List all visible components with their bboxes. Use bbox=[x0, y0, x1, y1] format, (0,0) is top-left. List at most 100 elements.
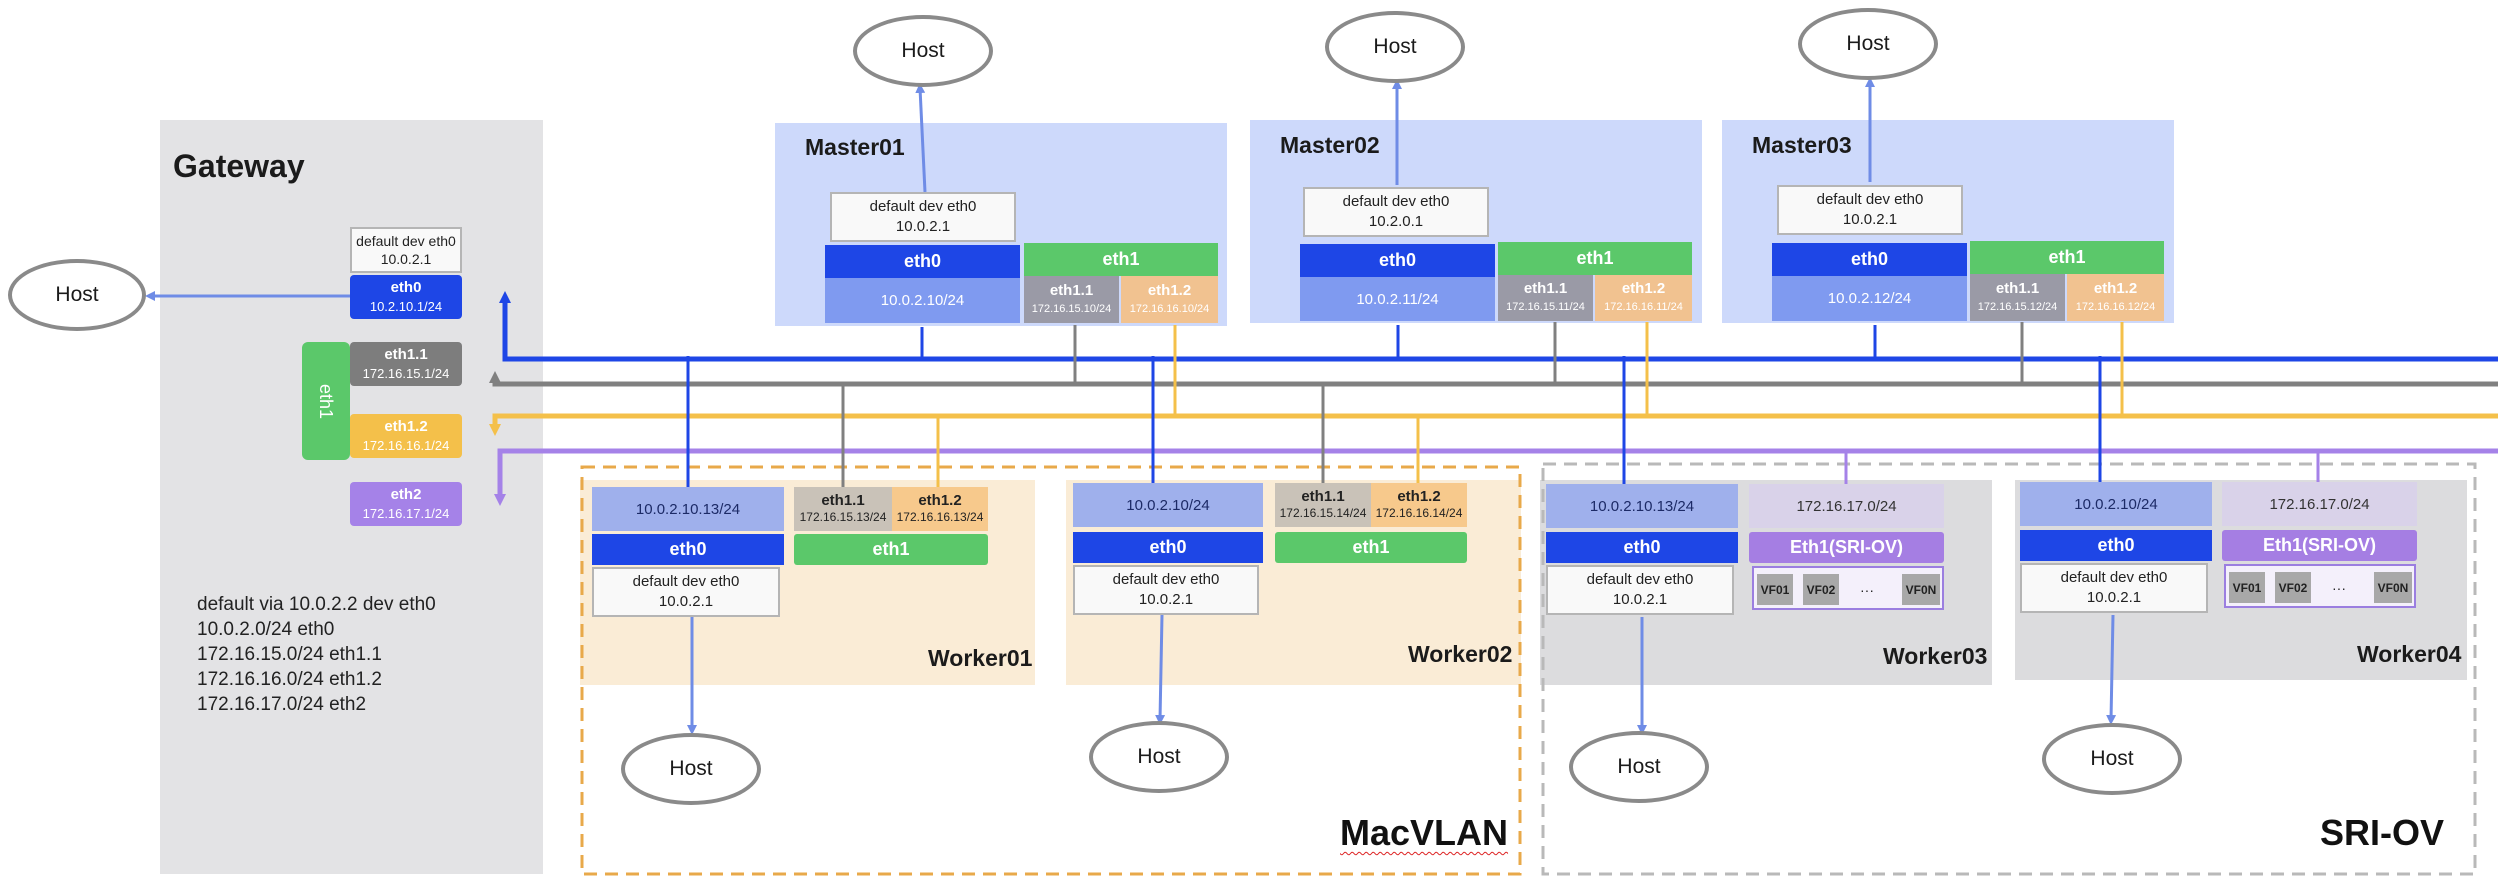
master01-eth1-2-name: eth1.2 bbox=[1147, 281, 1192, 299]
gateway-eth2-ip: 172.16.17.1/24 bbox=[362, 506, 450, 521]
worker04-vf01: VF01 bbox=[2229, 572, 2265, 603]
worker02-eth1-2-ip: 172.16.16.14/24 bbox=[1375, 506, 1463, 520]
master03-eth1-1: eth1.1 172.16.15.12/24 bbox=[1970, 274, 2065, 321]
worker02-default-box: default dev eth0 10.0.2.1 bbox=[1073, 565, 1259, 615]
master01-eth1-1-ip: 172.16.15.10/24 bbox=[1031, 302, 1112, 315]
master01-eth1-2-ip: 172.16.16.10/24 bbox=[1129, 302, 1210, 315]
worker04-eth0-ip: 10.0.2.10/24 bbox=[2020, 482, 2212, 526]
master02-default-box: default dev eth0 10.2.0.1 bbox=[1303, 187, 1489, 237]
gateway-title: Gateway bbox=[173, 148, 305, 184]
master01-eth1-1-name: eth1.1 bbox=[1049, 281, 1094, 299]
worker04-sriov-network: 172.16.17.0/24 bbox=[2222, 482, 2417, 526]
gateway-eth1-1-ip: 172.16.15.1/24 bbox=[362, 366, 450, 381]
master01-host: Host bbox=[853, 15, 993, 87]
route-line: 172.16.16.0/24 eth1.2 bbox=[197, 669, 382, 690]
worker04-host: Host bbox=[2042, 723, 2182, 795]
eth0-network-line bbox=[499, 291, 2498, 362]
worker02-default-line2: 10.0.2.1 bbox=[1138, 591, 1194, 608]
eth1-1-network-line bbox=[489, 371, 2498, 387]
worker01-title: Worker01 bbox=[928, 645, 1033, 671]
master01-host-arrow bbox=[915, 83, 927, 193]
master02-eth1-1: eth1.1 172.16.15.11/24 bbox=[1498, 275, 1593, 321]
master01-eth1-1: eth1.1 172.16.15.10/24 bbox=[1024, 276, 1119, 323]
worker02-eth0: eth0 bbox=[1073, 532, 1263, 563]
macvlan-group-border bbox=[580, 465, 1522, 876]
worker02-eth1-2: eth1.2 172.16.16.14/24 bbox=[1371, 483, 1467, 527]
worker04-sriov-interface: Eth1(SRI-OV) bbox=[2222, 530, 2417, 561]
master03-default-line2: 10.0.2.1 bbox=[1842, 211, 1898, 228]
route-line: 172.16.15.0/24 eth1.1 bbox=[197, 644, 382, 665]
master01-default-box: default dev eth0 10.0.2.1 bbox=[830, 192, 1016, 242]
worker03-title: Worker03 bbox=[1883, 643, 1988, 669]
master03-host: Host bbox=[1798, 8, 1938, 80]
worker03-default-line1: default dev eth0 bbox=[1586, 571, 1694, 588]
route-line: default via 10.0.2.2 dev eth0 bbox=[197, 594, 436, 615]
gateway-default-box: default dev eth0 10.0.2.1 bbox=[350, 227, 462, 273]
gateway-default-line2: 10.0.2.1 bbox=[380, 251, 432, 267]
eth1-2-network-line bbox=[489, 413, 2498, 436]
worker01-default-box: default dev eth0 10.0.2.1 bbox=[592, 567, 780, 617]
master03-eth0-ip: 10.0.2.12/24 bbox=[1772, 276, 1967, 321]
worker03-sriov-network: 172.16.17.0/24 bbox=[1749, 484, 1944, 528]
worker02-eth1-1: eth1.1 172.16.15.14/24 bbox=[1275, 483, 1371, 527]
worker01-eth0-ip: 10.0.2.10.13/24 bbox=[592, 487, 784, 531]
gateway-eth1-2-ip: 172.16.16.1/24 bbox=[362, 438, 450, 453]
route-line: 172.16.17.0/24 eth2 bbox=[197, 694, 367, 715]
master01-default-line2: 10.0.2.1 bbox=[895, 218, 951, 235]
master01-title: Master01 bbox=[805, 134, 905, 160]
gateway-eth1-1: eth1.1 172.16.15.1/24 bbox=[350, 342, 462, 386]
worker01-eth1-2-ip: 172.16.16.13/24 bbox=[896, 510, 984, 524]
worker04-vf02: VF02 bbox=[2275, 572, 2311, 603]
worker03-vf-ellipsis: ··· bbox=[1860, 581, 1874, 598]
sriov-group-label: SRI-OV bbox=[2320, 812, 2445, 853]
gateway-eth0-ip: 10.2.10.1/24 bbox=[369, 299, 443, 314]
master03-title: Master03 bbox=[1752, 132, 1852, 158]
macvlan-group-label: MacVLAN bbox=[1340, 812, 1509, 853]
worker02-title: Worker02 bbox=[1408, 641, 1513, 667]
worker03-host: Host bbox=[1569, 731, 1709, 803]
gateway-eth0: eth0 10.2.10.1/24 bbox=[350, 275, 462, 319]
worker01-eth1-2-name: eth1.2 bbox=[918, 492, 962, 509]
worker02-default-line1: default dev eth0 bbox=[1112, 571, 1220, 588]
worker03-eth0: eth0 bbox=[1546, 532, 1738, 563]
worker01-eth1-2: eth1.2 172.16.16.13/24 bbox=[892, 487, 988, 531]
master02-eth0-ip: 10.0.2.11/24 bbox=[1300, 277, 1495, 321]
worker02-host: Host bbox=[1089, 721, 1229, 793]
gateway-host: Host bbox=[8, 259, 146, 331]
gateway-routing-table: default via 10.0.2.2 dev eth0 10.0.2.0/2… bbox=[197, 592, 436, 717]
worker02-eth1-1-ip: 172.16.15.14/24 bbox=[1279, 506, 1367, 520]
gateway-eth1-vertical: eth1 bbox=[302, 342, 350, 460]
worker04-host-arrow bbox=[2106, 614, 2117, 725]
master03-eth1: eth1 bbox=[1970, 241, 2164, 274]
master02-eth1-2-ip: 172.16.16.11/24 bbox=[1604, 301, 1683, 313]
gateway-eth2-name: eth2 bbox=[390, 486, 422, 503]
worker03-default-box: default dev eth0 10.0.2.1 bbox=[1546, 565, 1734, 615]
master01-eth1: eth1 bbox=[1024, 243, 1218, 276]
master02-default-line1: default dev eth0 bbox=[1342, 193, 1450, 210]
worker04-vf-ellipsis: ··· bbox=[2332, 579, 2346, 596]
worker01-eth1: eth1 bbox=[794, 534, 988, 565]
worker03-vf02: VF02 bbox=[1803, 574, 1839, 605]
gateway-eth1-2-name: eth1.2 bbox=[384, 418, 428, 435]
worker04-default-line2: 10.0.2.1 bbox=[2086, 589, 2142, 606]
gateway-eth0-name: eth0 bbox=[390, 279, 422, 296]
worker01-eth1-1-name: eth1.1 bbox=[821, 492, 865, 509]
worker02-eth1-2-name: eth1.2 bbox=[1397, 488, 1441, 505]
worker01-eth0: eth0 bbox=[592, 534, 784, 565]
master02-eth1-2-name: eth1.2 bbox=[1621, 280, 1666, 297]
worker03-default-line2: 10.0.2.1 bbox=[1612, 591, 1668, 608]
gateway-eth1-vertical-label: eth1 bbox=[316, 383, 337, 419]
master02-eth0: eth0 bbox=[1300, 244, 1495, 277]
worker02-eth0-ip: 10.0.2.10/24 bbox=[1073, 483, 1263, 527]
master03-eth1-2-name: eth1.2 bbox=[2093, 279, 2138, 297]
master02-eth1: eth1 bbox=[1498, 242, 1692, 275]
worker01-default-line1: default dev eth0 bbox=[632, 573, 740, 590]
gateway-eth1-1-name: eth1.1 bbox=[384, 346, 428, 363]
worker02-host-arrow bbox=[1155, 614, 1166, 725]
master01-eth0-ip: 10.0.2.10/24 bbox=[825, 278, 1020, 323]
gateway-eth1-2: eth1.2 172.16.16.1/24 bbox=[350, 414, 462, 458]
master01-default-line1: default dev eth0 bbox=[869, 198, 977, 215]
worker04-title: Worker04 bbox=[2357, 641, 2462, 667]
worker01-host: Host bbox=[621, 733, 761, 805]
master03-eth1-2: eth1.2 172.16.16.12/24 bbox=[2067, 274, 2164, 321]
